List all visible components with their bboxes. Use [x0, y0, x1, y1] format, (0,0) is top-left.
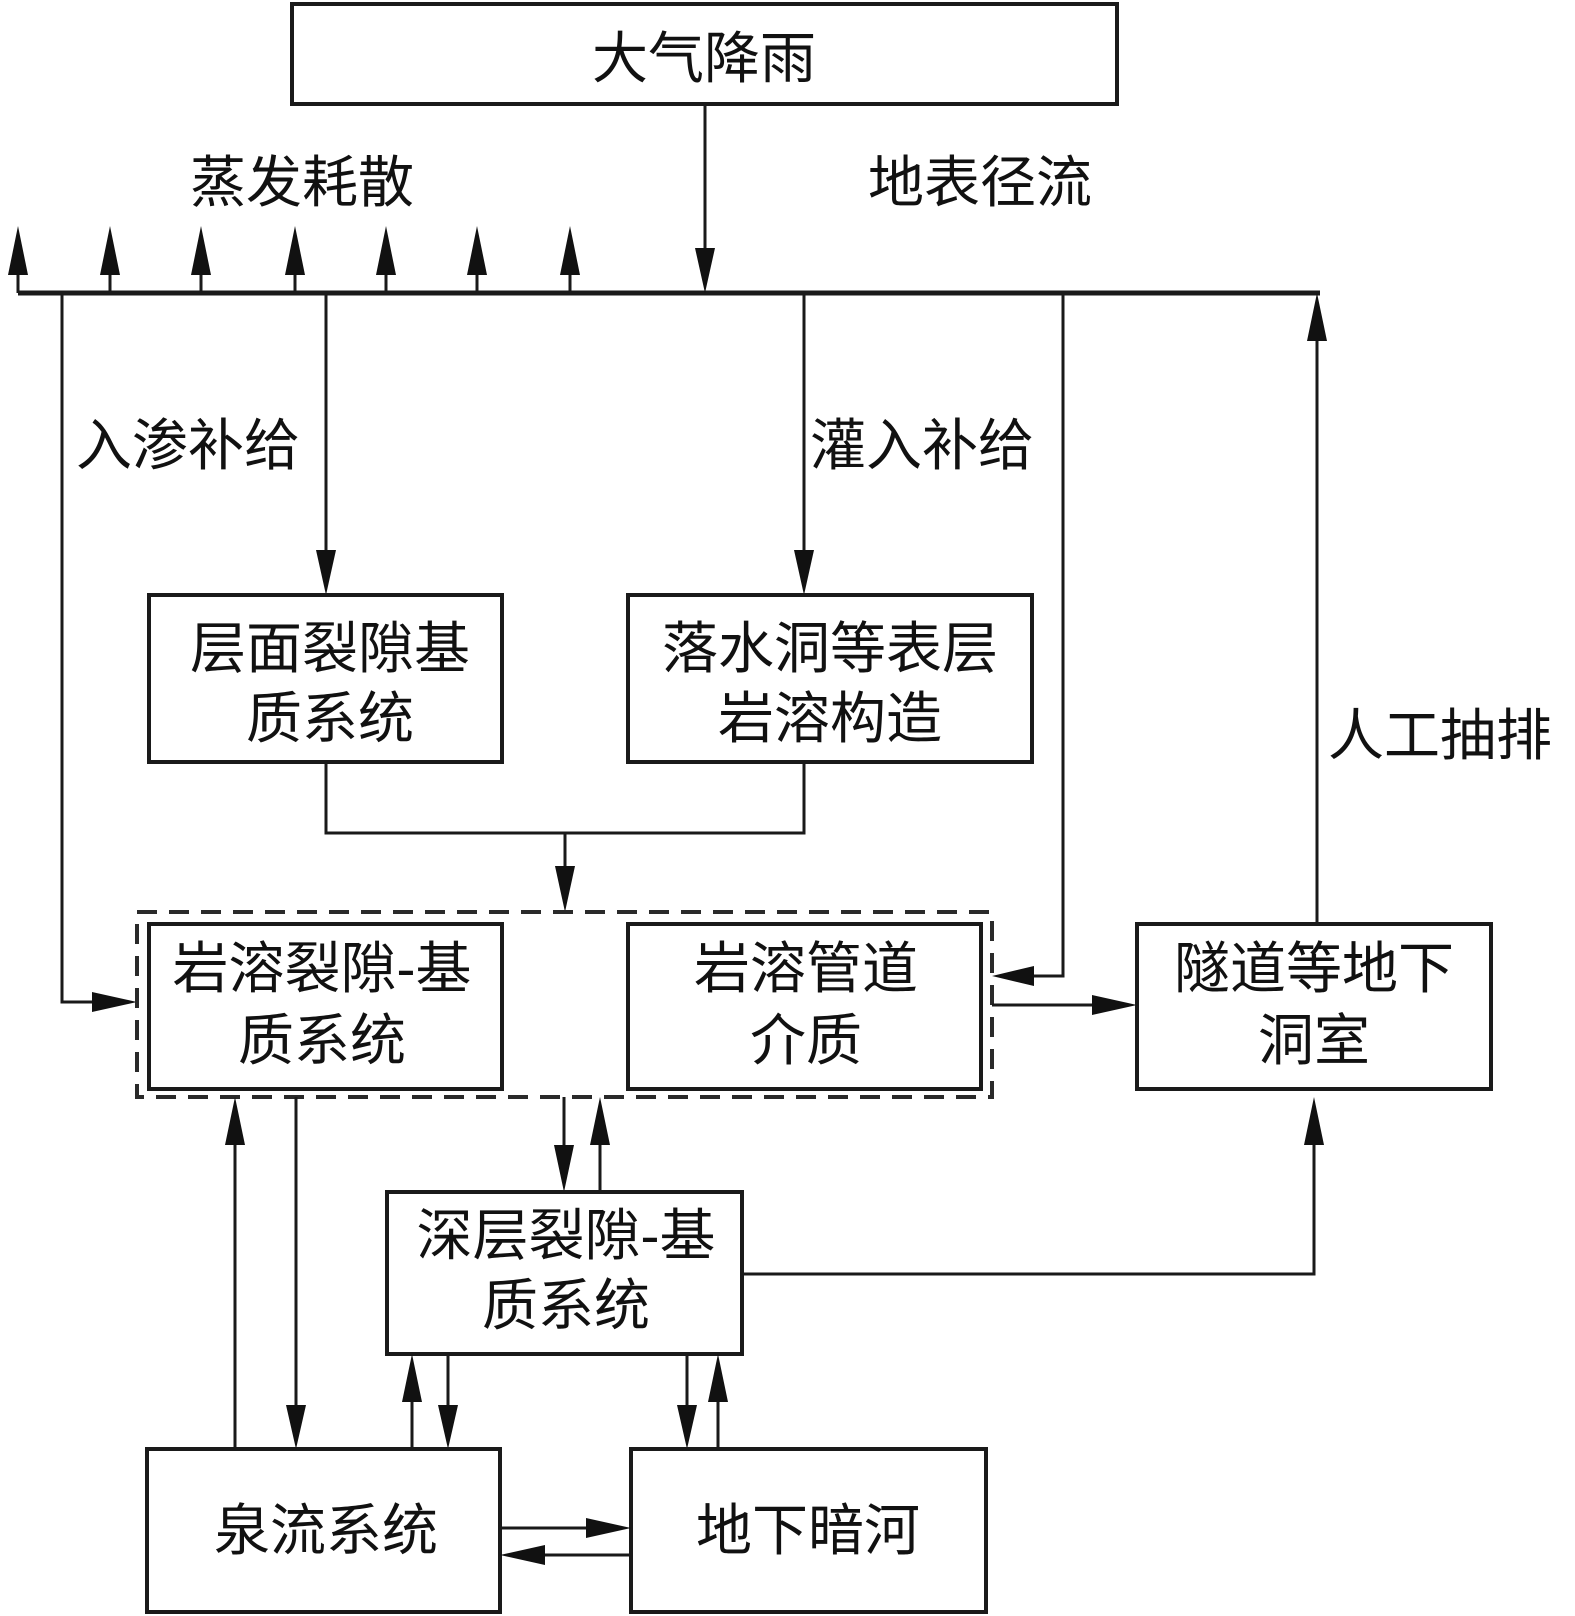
node-deep-line1: 深层裂隙-基 [417, 1204, 716, 1269]
node-tunnel-line2: 洞室 [1258, 1009, 1370, 1074]
node-spring: 泉流系统 [145, 1447, 502, 1614]
spring-to-deep-arrow [402, 1354, 422, 1449]
node-spring-label: 泉流系统 [214, 1499, 438, 1564]
label-pumping: 人工抽排 [1328, 704, 1552, 769]
node-sinkhole-line1: 落水洞等表层 [662, 617, 998, 682]
node-river-label: 地下暗河 [696, 1499, 920, 1564]
spring-to-river-arrow [500, 1518, 631, 1538]
node-bedding-line1: 层面裂隙基 [190, 617, 470, 682]
evaporation-arrow [560, 226, 580, 293]
node-deep-fissure: 深层裂隙-基 质系统 [385, 1190, 744, 1356]
spring-to-fissure-arrow [225, 1097, 245, 1449]
pumping-arrow [1307, 293, 1327, 924]
evaporation-arrow [285, 226, 305, 293]
label-runoff: 地表径流 [868, 151, 1092, 216]
injection-arrow [794, 293, 814, 595]
river-to-deep-arrow [708, 1354, 728, 1449]
node-rainfall-label: 大气降雨 [592, 27, 816, 92]
deep-to-tunnel-arrow [742, 1097, 1324, 1276]
node-bedding-line2: 质系统 [246, 687, 414, 752]
evaporation-arrow [100, 226, 120, 293]
surface-to-conduit-arrow [992, 293, 1065, 986]
node-bedding-fissure: 层面裂隙基 质系统 [147, 593, 504, 764]
node-river: 地下暗河 [629, 1447, 988, 1614]
group-to-deep-arrow [554, 1097, 574, 1192]
node-conduit-line2: 介质 [750, 1009, 862, 1074]
node-karst-conduit: 岩溶管道 介质 [626, 922, 983, 1091]
label-infiltration: 入渗补给 [76, 414, 300, 479]
conduit-to-tunnel-arrow [992, 995, 1137, 1015]
deep-to-river-arrow [677, 1354, 697, 1449]
river-to-spring-arrow [500, 1545, 631, 1565]
node-sinkhole: 落水洞等表层 岩溶构造 [626, 593, 1034, 764]
evaporation-arrow [191, 226, 211, 293]
node-sinkhole-line2: 岩溶构造 [718, 687, 942, 752]
node-tunnel: 隧道等地下 洞室 [1135, 922, 1493, 1091]
evaporation-arrow [376, 226, 396, 293]
node-rainfall: 大气降雨 [290, 2, 1119, 106]
node-tunnel-line1: 隧道等地下 [1174, 937, 1454, 1002]
evaporation-arrows [8, 226, 580, 293]
node-fissure-line2: 质系统 [238, 1009, 406, 1074]
fissure-to-spring-arrow [286, 1097, 306, 1449]
merge-arrow [324, 762, 806, 912]
surface-to-fissure-arrow [60, 293, 137, 1012]
evaporation-arrow [467, 226, 487, 293]
node-fissure-line1: 岩溶裂隙-基 [173, 937, 472, 1002]
evaporation-arrow [8, 226, 28, 293]
node-karst-fissure: 岩溶裂隙-基 质系统 [147, 922, 504, 1091]
rainfall-arrow [695, 104, 715, 293]
deep-to-group-arrow [590, 1097, 610, 1192]
node-conduit-line1: 岩溶管道 [694, 937, 918, 1002]
node-deep-line2: 质系统 [482, 1274, 650, 1339]
label-evaporation: 蒸发耗散 [190, 151, 414, 216]
infiltration-arrow [316, 293, 336, 595]
deep-to-spring-arrow [438, 1354, 458, 1449]
label-injection: 灌入补给 [810, 414, 1034, 479]
